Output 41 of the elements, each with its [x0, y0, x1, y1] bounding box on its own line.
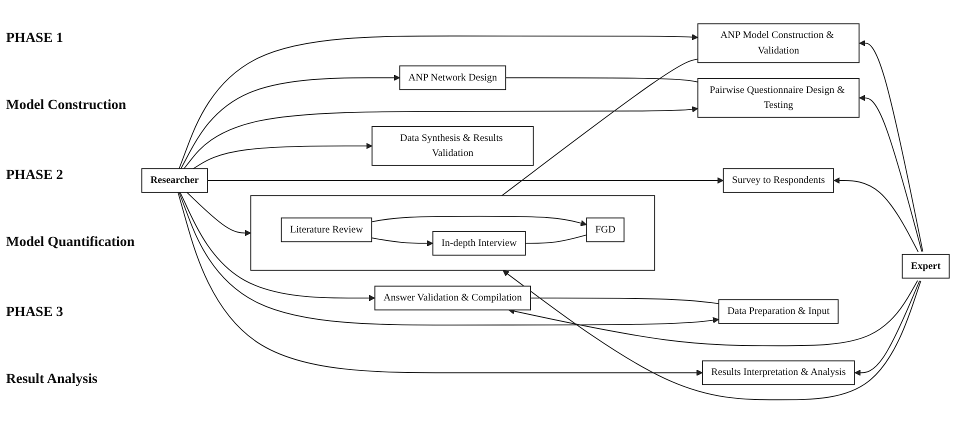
node-box: Researcher: [141, 168, 208, 193]
arrow: [184, 106, 698, 169]
node-box: FGD: [586, 217, 624, 242]
node-box: Survey to Respondents: [722, 168, 834, 193]
arrow: [192, 142, 372, 169]
node-box: Data Preparation & Input: [718, 298, 839, 324]
arrow: [371, 216, 587, 226]
phase-number: PHASE 1: [6, 31, 64, 48]
arrow: [178, 192, 720, 326]
arrow: [834, 177, 919, 252]
arrow: [508, 280, 918, 346]
node-box: In-depth Interview: [432, 230, 526, 256]
arrow: [186, 192, 252, 236]
connector: [530, 297, 720, 304]
arrow: [178, 192, 703, 376]
phase-number: PHASE 3: [6, 305, 64, 322]
arrow: [180, 74, 400, 169]
arrow: [859, 94, 922, 252]
node-box: ANP Model Construction & Validation: [697, 23, 860, 63]
arrow: [859, 40, 924, 252]
node-box: Literature Review: [280, 217, 372, 242]
phase-number: PHASE 2: [6, 168, 64, 184]
arrow: [502, 270, 922, 400]
phase-title: Model Construction: [6, 98, 128, 114]
node-box: Pairwise Questionnaire Design & Testing: [697, 78, 860, 118]
node-box: Expert: [902, 254, 950, 278]
node-box: Data Synthesis & Results Validation: [372, 126, 534, 166]
arrow: [371, 237, 434, 246]
connector: [501, 58, 698, 196]
node-box: Results Interpretation & Analysis: [702, 360, 855, 385]
arrow: [207, 177, 724, 184]
connector: [505, 77, 698, 82]
node-box: ANP Network Design: [399, 65, 506, 90]
node-box: Answer Validation & Compilation: [374, 285, 531, 310]
phase-title: Result Analysis: [6, 372, 98, 388]
cluster: [250, 194, 656, 271]
arrow: [854, 280, 920, 376]
phase-title: Model Quantification: [6, 234, 136, 251]
connector: [524, 234, 588, 244]
arrow: [178, 34, 698, 169]
arrow: [180, 192, 376, 301]
